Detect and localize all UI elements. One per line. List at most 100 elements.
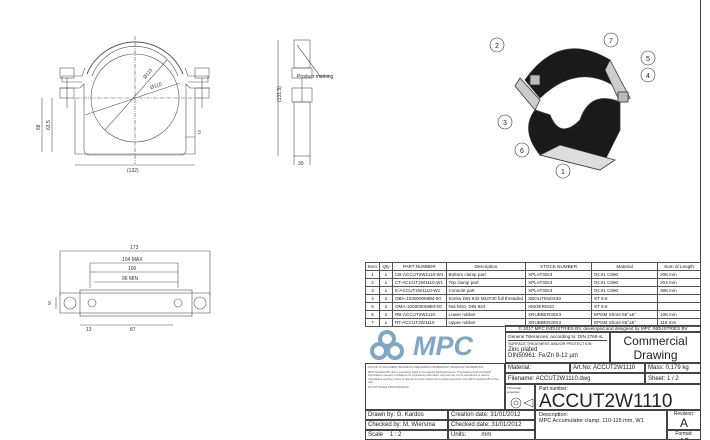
bom-cell: 208 mm [657,270,701,279]
dim-96-min: 96 MIN [122,276,139,282]
balloon-4: 4 [646,73,650,80]
description-box: Description: MPC Accumulator clamp, 110-… [535,410,667,440]
bom-cell: Bottom clamp part [445,270,527,279]
scale-label: Scale [368,432,384,438]
bom-cell: XPLAT30x3 [525,286,593,295]
description-value: MPC Accumulator clamp, 110-115 mm, W1 [539,418,644,424]
col-material: Material [591,262,659,271]
logo-area: MPC [365,325,505,363]
checked-by-value: M. Wiersma [403,422,436,428]
bom-cell: OBA-1030000M8M-00 [391,294,447,303]
surface-treatment: General Tolerances: according to: DIN 27… [505,332,610,363]
scale-value: 1 : 2 [389,432,402,438]
col-item: Item [365,262,380,271]
bom-cell: OMA-1000000M8M-00 [391,302,447,311]
checked-date: Checked date: 31/01/2012 [448,420,535,430]
bom-cell: 1 [365,270,380,279]
bom-cell: CB-ACCUT2W1110-W1 [391,270,447,279]
bom-cell: DC01 C590 [591,286,659,295]
bom-cell: DC01 C590 [591,278,659,287]
part-label: Part number: [539,386,568,392]
bom-cell: 308 mm [657,286,701,295]
dim-13: 13 [86,327,92,333]
format-box: Format: A3 [667,430,701,440]
copyright: © 2017 MPC INDUSTRIES BV, developed and … [505,325,701,332]
projection: Third angle projection: [505,384,535,410]
notes: NOTICE TO DOCUMENT RECIPIENTS REGARDING … [365,363,505,410]
col-sum-length: Sum of Length [657,262,701,271]
notes-body: MPC Industries BV claims proprietary rig… [368,371,499,384]
checked-date-label: Checked date: [451,422,490,428]
dim-131-5: (131,5) [277,86,283,102]
col-part-number: PART NUMBER [391,262,447,271]
balloon-7: 7 [609,38,613,45]
bom-cell: 2 [378,302,393,311]
bom-cell: ST 8.8 [591,294,659,303]
creation-label: Creation date: [451,412,489,418]
bom-cell: EPDM Shore 65°±5° [591,310,659,319]
bom-cell: Screw DIN 933 M10*30 full threaded [445,294,527,303]
revision-value: A [679,416,688,430]
dim-dia-110: Ø110 [150,81,163,91]
balloon-3: 3 [503,120,507,127]
bom-cell: XPLAT30x3 [525,270,593,279]
bom-cell: 1 [378,286,393,295]
bom-cell: 1 [378,278,393,287]
bom-cell: CT-ACCUT2W1110-W1 [391,278,447,287]
revision-label: Revision: [673,411,695,417]
bom-header-row: Item Qty PART NUMBER Description STOCK N… [365,262,701,271]
dim-173: 173 [130,245,139,251]
part-number-box: Part number: ACCUT2W1110 [535,384,701,410]
bom-cell: XRUBBER30X3 [525,310,593,319]
sheet: Sheet: 1 / 2 [645,373,701,384]
surface-1: Zinc plated [508,347,538,353]
drawn-by: Drawn by: G. Kardos [365,410,448,420]
drawing-type-line1: Commercial [623,334,688,348]
drawing-type: Commercial Drawing [610,332,701,363]
bom-cell: Top clamp part [445,278,527,287]
bom-cell: 2 [378,310,393,319]
dim-dia-115: Ø115 [142,67,154,80]
checked-by: Checked by: M. Wiersma [365,420,448,430]
side-view: Product marking (131,5) 30 [277,39,334,167]
balloon-5: 5 [646,56,650,63]
dim-87: 87 [130,327,136,333]
bom-cell: RB-ACCUT2W1110 [391,310,447,319]
units-value: mm [481,432,492,438]
bom-cell: 1 [378,270,393,279]
bom-cell: 1 [378,318,393,327]
material-field: Material: [505,363,570,373]
product-marking-callout: Product marking [297,74,334,80]
mpc-logo: MPC [370,330,474,361]
bom-cell: 115 mm [657,318,701,327]
bom-cell: 5 [365,302,380,311]
projection-label: Third angle projection: [507,386,521,394]
part-number: ACCUT2W1110 [539,391,673,410]
revision-box: Revision: A [667,410,701,430]
bom-cell: 6 [365,310,380,319]
balloon-1: 1 [561,169,565,176]
bom-cell: K-ACCUT2W1110-W1 [391,286,447,295]
drawing-type-line2: Drawing [633,348,678,362]
bom-cell: Lower rubber [445,310,527,319]
dim-9: 9 [48,301,51,307]
format-label: Format: [675,431,693,437]
balloon-2: 2 [495,43,499,50]
bom-cell: 2 [378,294,393,303]
col-qty: Qty [378,262,393,271]
bom-cell: XMOERM10 [525,302,593,311]
creation-value: 31/01/2012 [490,412,521,418]
bom-cell: 4 [365,294,380,303]
bom-cell: Nut M10, DIN 934 [445,302,527,311]
creation-date: Creation date: 31/01/2012 [448,410,535,420]
notes-title: NOTICE TO DOCUMENT RECIPIENTS REGARDING … [368,366,484,369]
dim-30: 30 [298,161,304,167]
svg-text:MPC: MPC [413,331,474,361]
dim-63-5: 63,5 [46,120,52,130]
